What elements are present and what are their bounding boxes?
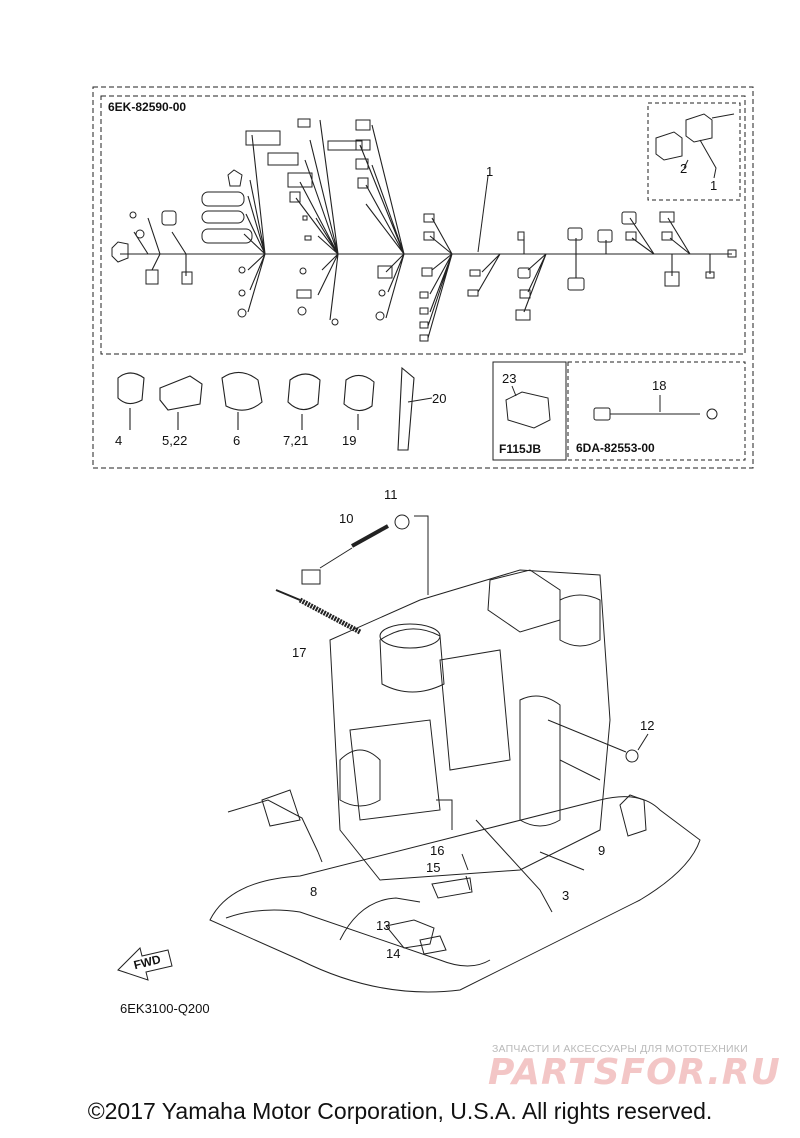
lead-frame <box>567 361 746 461</box>
callout-11: 11 <box>384 487 398 502</box>
callout-23: 23 <box>502 371 516 386</box>
connector-frame <box>647 102 741 201</box>
junction-box <box>505 385 551 429</box>
copyright-notice: ©2017 Yamaha Motor Corporation, U.S.A. A… <box>87 1098 713 1124</box>
engine-block <box>209 569 701 993</box>
callout-16: 16 <box>430 843 444 858</box>
callout-7-21: 7,21 <box>283 433 308 448</box>
harness-connectors <box>111 113 737 342</box>
callout-8: 8 <box>310 884 317 899</box>
callout-12: 12 <box>640 718 654 733</box>
callout-5-22: 5,22 <box>162 433 187 448</box>
callout-15: 15 <box>426 860 440 875</box>
callout-10: 10 <box>339 511 353 526</box>
callout-17: 17 <box>292 645 306 660</box>
lead-wire <box>593 395 718 421</box>
watermark-logo: PARTSFOR.RU <box>488 1052 781 1093</box>
callout-2: 2 <box>680 161 687 176</box>
callout-14: 14 <box>386 946 400 961</box>
callout-13: 13 <box>376 918 390 933</box>
junction-box-frame <box>492 361 567 461</box>
callout-20: 20 <box>432 391 446 406</box>
callout-1-connector: 1 <box>710 178 717 193</box>
fwd-label: FWD <box>132 952 162 972</box>
callout-4: 4 <box>115 433 122 448</box>
figure-reference: 6EK3100-Q200 <box>120 1001 210 1016</box>
fwd-arrow-icon <box>117 947 173 981</box>
kit-frame <box>92 86 754 469</box>
callout-19: 19 <box>342 433 356 448</box>
clamps-row <box>117 366 433 451</box>
harness-frame <box>100 95 746 355</box>
callout-3: 3 <box>562 888 569 903</box>
junction-box-code: F115JB <box>499 442 541 456</box>
lead-kit-code: 6DA-82553-00 <box>576 441 655 455</box>
callout-18: 18 <box>652 378 666 393</box>
callout-1: 1 <box>486 164 493 179</box>
harness-kit-code: 6EK-82590-00 <box>108 100 186 114</box>
callout-9: 9 <box>598 843 605 858</box>
callout-6: 6 <box>233 433 240 448</box>
watermark-tagline: ЗАПЧАСТИ И АКСЕССУАРЫ ДЛЯ МОТОТЕХНИКИ <box>492 1043 748 1055</box>
engine-parts <box>227 514 649 955</box>
